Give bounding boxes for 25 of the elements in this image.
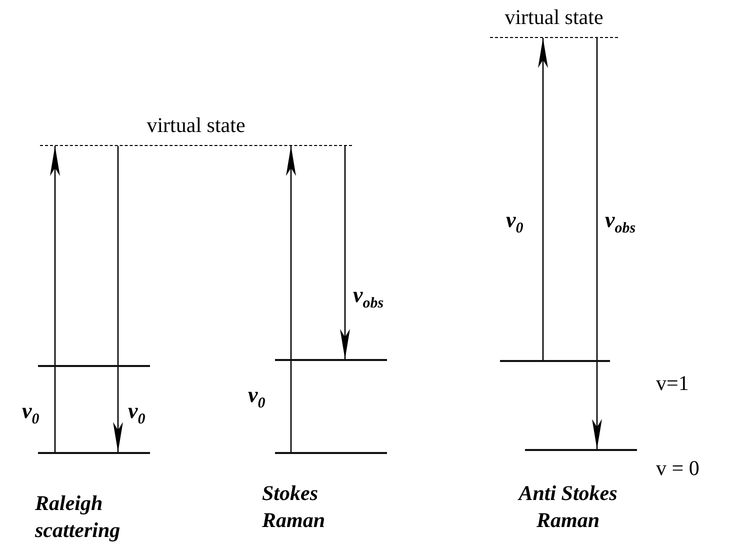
panel-caption: Raleigh scattering: [35, 490, 122, 544]
edge-label: v$_{0}$: [248, 382, 266, 412]
energy-level-line: [38, 452, 150, 454]
energy-level-line: [38, 365, 150, 367]
energy-level-line: [500, 360, 610, 362]
arrow: [592, 38, 602, 449]
arrow: [50, 146, 60, 452]
edge-label: v$_{obs}$: [353, 282, 384, 312]
energy-level-line: [275, 452, 387, 454]
level-label: v=1: [656, 371, 689, 396]
arrow: [340, 146, 350, 359]
edge-label: v$_{obs}$: [605, 207, 636, 238]
edge-label: v$_{0}$: [128, 398, 146, 428]
energy-level-line: [275, 359, 387, 361]
edge-label: v$_{0}$: [506, 207, 524, 238]
edge-label: v$_{0}$: [22, 398, 40, 428]
level-label: v = 0: [656, 456, 700, 481]
panel-caption: Stokes Raman: [262, 480, 326, 534]
arrow: [286, 146, 296, 452]
virtual-state-level: virtual state: [40, 112, 352, 146]
virtual-state-level: virtual state: [490, 4, 618, 38]
arrow: [113, 146, 123, 452]
arrow: [538, 38, 548, 360]
energy-level-line: [525, 449, 637, 451]
panel-caption: Anti Stokes Raman: [516, 480, 618, 534]
